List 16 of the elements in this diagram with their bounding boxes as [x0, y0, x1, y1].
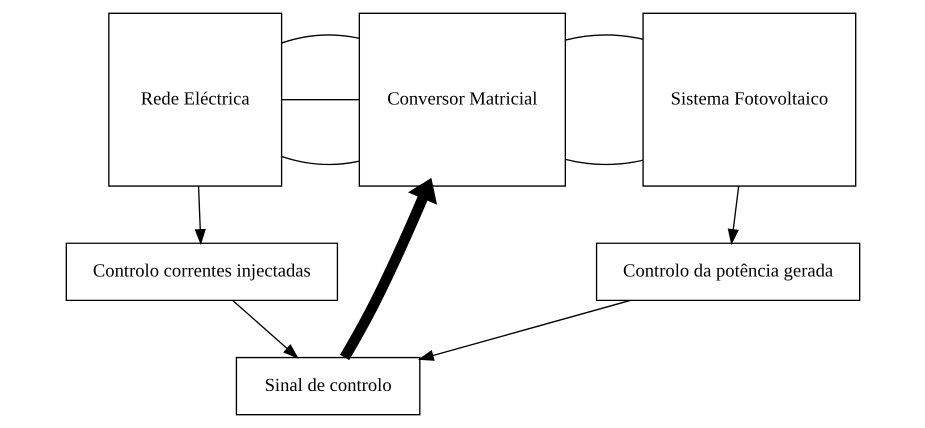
connector — [564, 34, 642, 41]
arrow — [340, 178, 437, 360]
arrow — [727, 186, 739, 246]
arrow — [194, 186, 206, 246]
node-box: Conversor Matricial — [358, 12, 566, 187]
node-box: Controlo da potência gerada — [595, 242, 860, 302]
node-box: Rede Eléctrica — [108, 12, 282, 187]
connector — [564, 158, 642, 166]
arrow — [417, 300, 630, 361]
node-box: Controlo correntes injectadas — [65, 242, 338, 302]
node-box: Sistema Fotovoltaico — [642, 12, 856, 187]
node-box: Sinal de controlo — [235, 356, 420, 416]
arrow — [232, 300, 298, 359]
connector — [281, 34, 359, 44]
connector — [281, 99, 359, 100]
connector — [281, 156, 359, 166]
